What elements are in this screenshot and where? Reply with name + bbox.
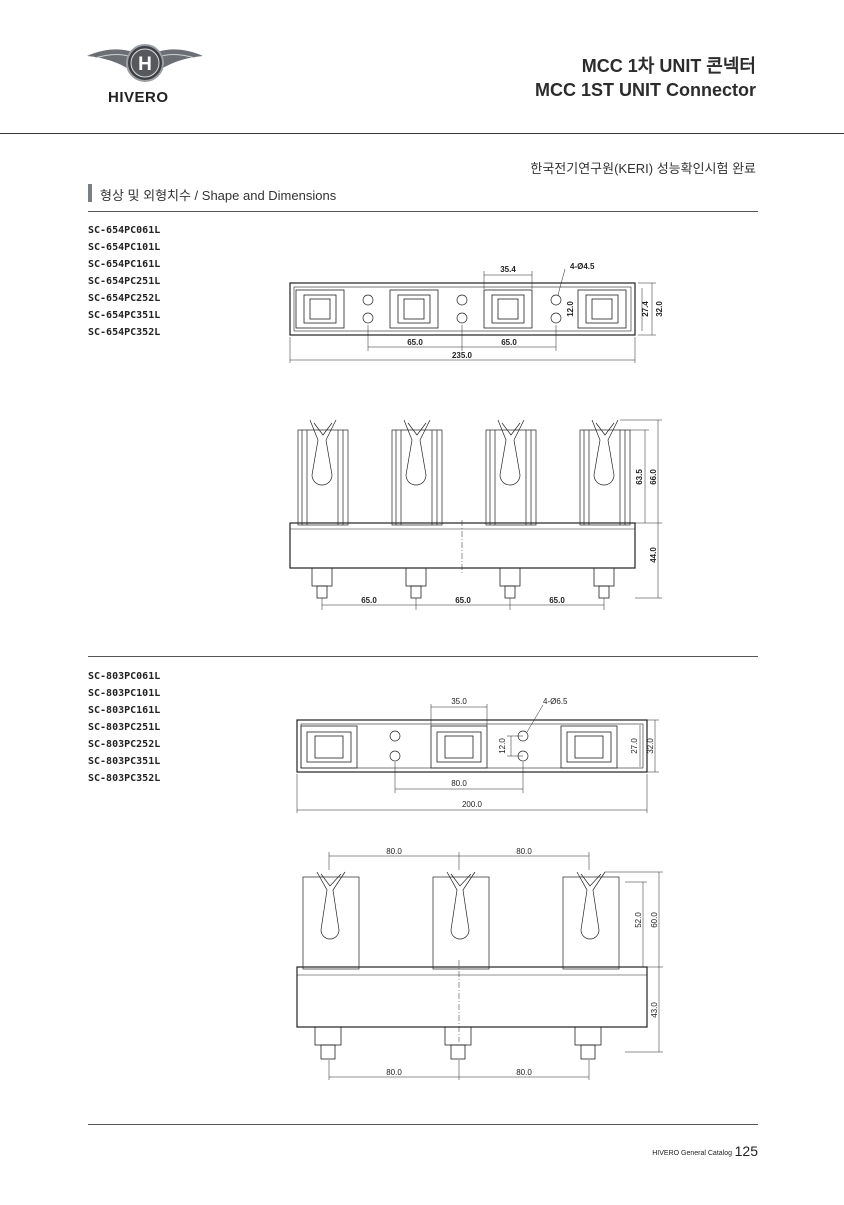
svg-text:80.0: 80.0 bbox=[516, 847, 532, 856]
model-item: SC-654PC351L bbox=[88, 310, 161, 321]
model-item: SC-654PC161L bbox=[88, 259, 161, 270]
svg-text:12.0: 12.0 bbox=[498, 738, 507, 754]
section-divider bbox=[88, 211, 758, 212]
model-item: SC-803PC352L bbox=[88, 773, 161, 784]
svg-text:44.0: 44.0 bbox=[649, 547, 658, 563]
section-marker bbox=[88, 184, 92, 202]
certification-note: 한국전기연구원(KERI) 성능확인시험 완료 bbox=[530, 161, 756, 176]
svg-text:32.0: 32.0 bbox=[655, 301, 664, 317]
model-item: SC-803PC252L bbox=[88, 739, 161, 750]
header-divider bbox=[0, 133, 844, 134]
hivero-emblem-icon: H bbox=[87, 44, 203, 82]
model-item: SC-654PC251L bbox=[88, 276, 161, 287]
model-item: SC-803PC061L bbox=[88, 671, 161, 682]
page-title-en: MCC 1ST UNIT Connector bbox=[534, 80, 756, 100]
svg-text:80.0: 80.0 bbox=[516, 1068, 532, 1077]
drawing-803-side-view: 80.0 80.0 80.0 80.0 52.0 60.0 43.0 bbox=[296, 847, 663, 1080]
model-item: SC-803PC251L bbox=[88, 722, 161, 733]
footer-catalog: HIVERO General Catalog bbox=[652, 1150, 732, 1157]
svg-text:12.0: 12.0 bbox=[566, 301, 575, 317]
svg-text:63.5: 63.5 bbox=[635, 469, 644, 485]
svg-text:65.0: 65.0 bbox=[501, 338, 517, 347]
svg-text:66.0: 66.0 bbox=[649, 469, 658, 485]
svg-text:65.0: 65.0 bbox=[455, 596, 471, 605]
model-item: SC-654PC061L bbox=[88, 225, 161, 236]
page-title-ko: MCC 1차 UNIT 콘넥터 bbox=[581, 56, 756, 76]
svg-text:80.0: 80.0 bbox=[451, 779, 467, 788]
emblem-letter: H bbox=[138, 54, 152, 75]
group-divider bbox=[88, 656, 758, 657]
svg-text:27.0: 27.0 bbox=[630, 738, 639, 754]
svg-text:4-Ø4.5: 4-Ø4.5 bbox=[570, 262, 595, 271]
svg-text:35.0: 35.0 bbox=[451, 697, 467, 706]
svg-text:32.0: 32.0 bbox=[646, 738, 655, 754]
model-item: SC-654PC101L bbox=[88, 242, 161, 253]
model-list-803: SC-803PC061L SC-803PC101L SC-803PC161L S… bbox=[88, 668, 160, 787]
model-item: SC-803PC351L bbox=[88, 756, 161, 767]
footer-divider bbox=[88, 1124, 758, 1125]
svg-text:43.0: 43.0 bbox=[650, 1002, 659, 1018]
svg-text:60.0: 60.0 bbox=[650, 912, 659, 928]
svg-text:35.4: 35.4 bbox=[500, 265, 516, 274]
svg-text:52.0: 52.0 bbox=[634, 912, 643, 928]
svg-text:65.0: 65.0 bbox=[361, 596, 377, 605]
model-item: SC-803PC101L bbox=[88, 688, 161, 699]
drawing-654-side-view: 65.0 65.0 65.0 63.5 66.0 44.0 bbox=[289, 419, 662, 610]
model-item: SC-654PC352L bbox=[88, 327, 161, 338]
drawing-654-top-view: 35.4 4-Ø4.5 65.0 65.0 235.0 12.0 27.4 32… bbox=[289, 262, 664, 363]
model-list-654: SC-654PC061L SC-654PC101L SC-654PC161L S… bbox=[88, 222, 160, 341]
svg-text:235.0: 235.0 bbox=[452, 351, 473, 360]
svg-text:65.0: 65.0 bbox=[549, 596, 565, 605]
svg-text:80.0: 80.0 bbox=[386, 1068, 402, 1077]
brand-logo-text: HIVERO bbox=[108, 89, 169, 106]
svg-text:65.0: 65.0 bbox=[407, 338, 423, 347]
page-number: 125 bbox=[734, 1143, 758, 1159]
svg-text:200.0: 200.0 bbox=[462, 800, 483, 809]
svg-text:4-Ø6.5: 4-Ø6.5 bbox=[543, 697, 568, 706]
svg-text:80.0: 80.0 bbox=[386, 847, 402, 856]
model-item: SC-654PC252L bbox=[88, 293, 161, 304]
svg-text:27.4: 27.4 bbox=[641, 301, 650, 317]
model-item: SC-803PC161L bbox=[88, 705, 161, 716]
drawing-803-top-view: 35.0 4-Ø6.5 80.0 200.0 12.0 27.0 32.0 bbox=[296, 697, 659, 813]
section-title: 형상 및 외형치수 / Shape and Dimensions bbox=[100, 188, 337, 203]
